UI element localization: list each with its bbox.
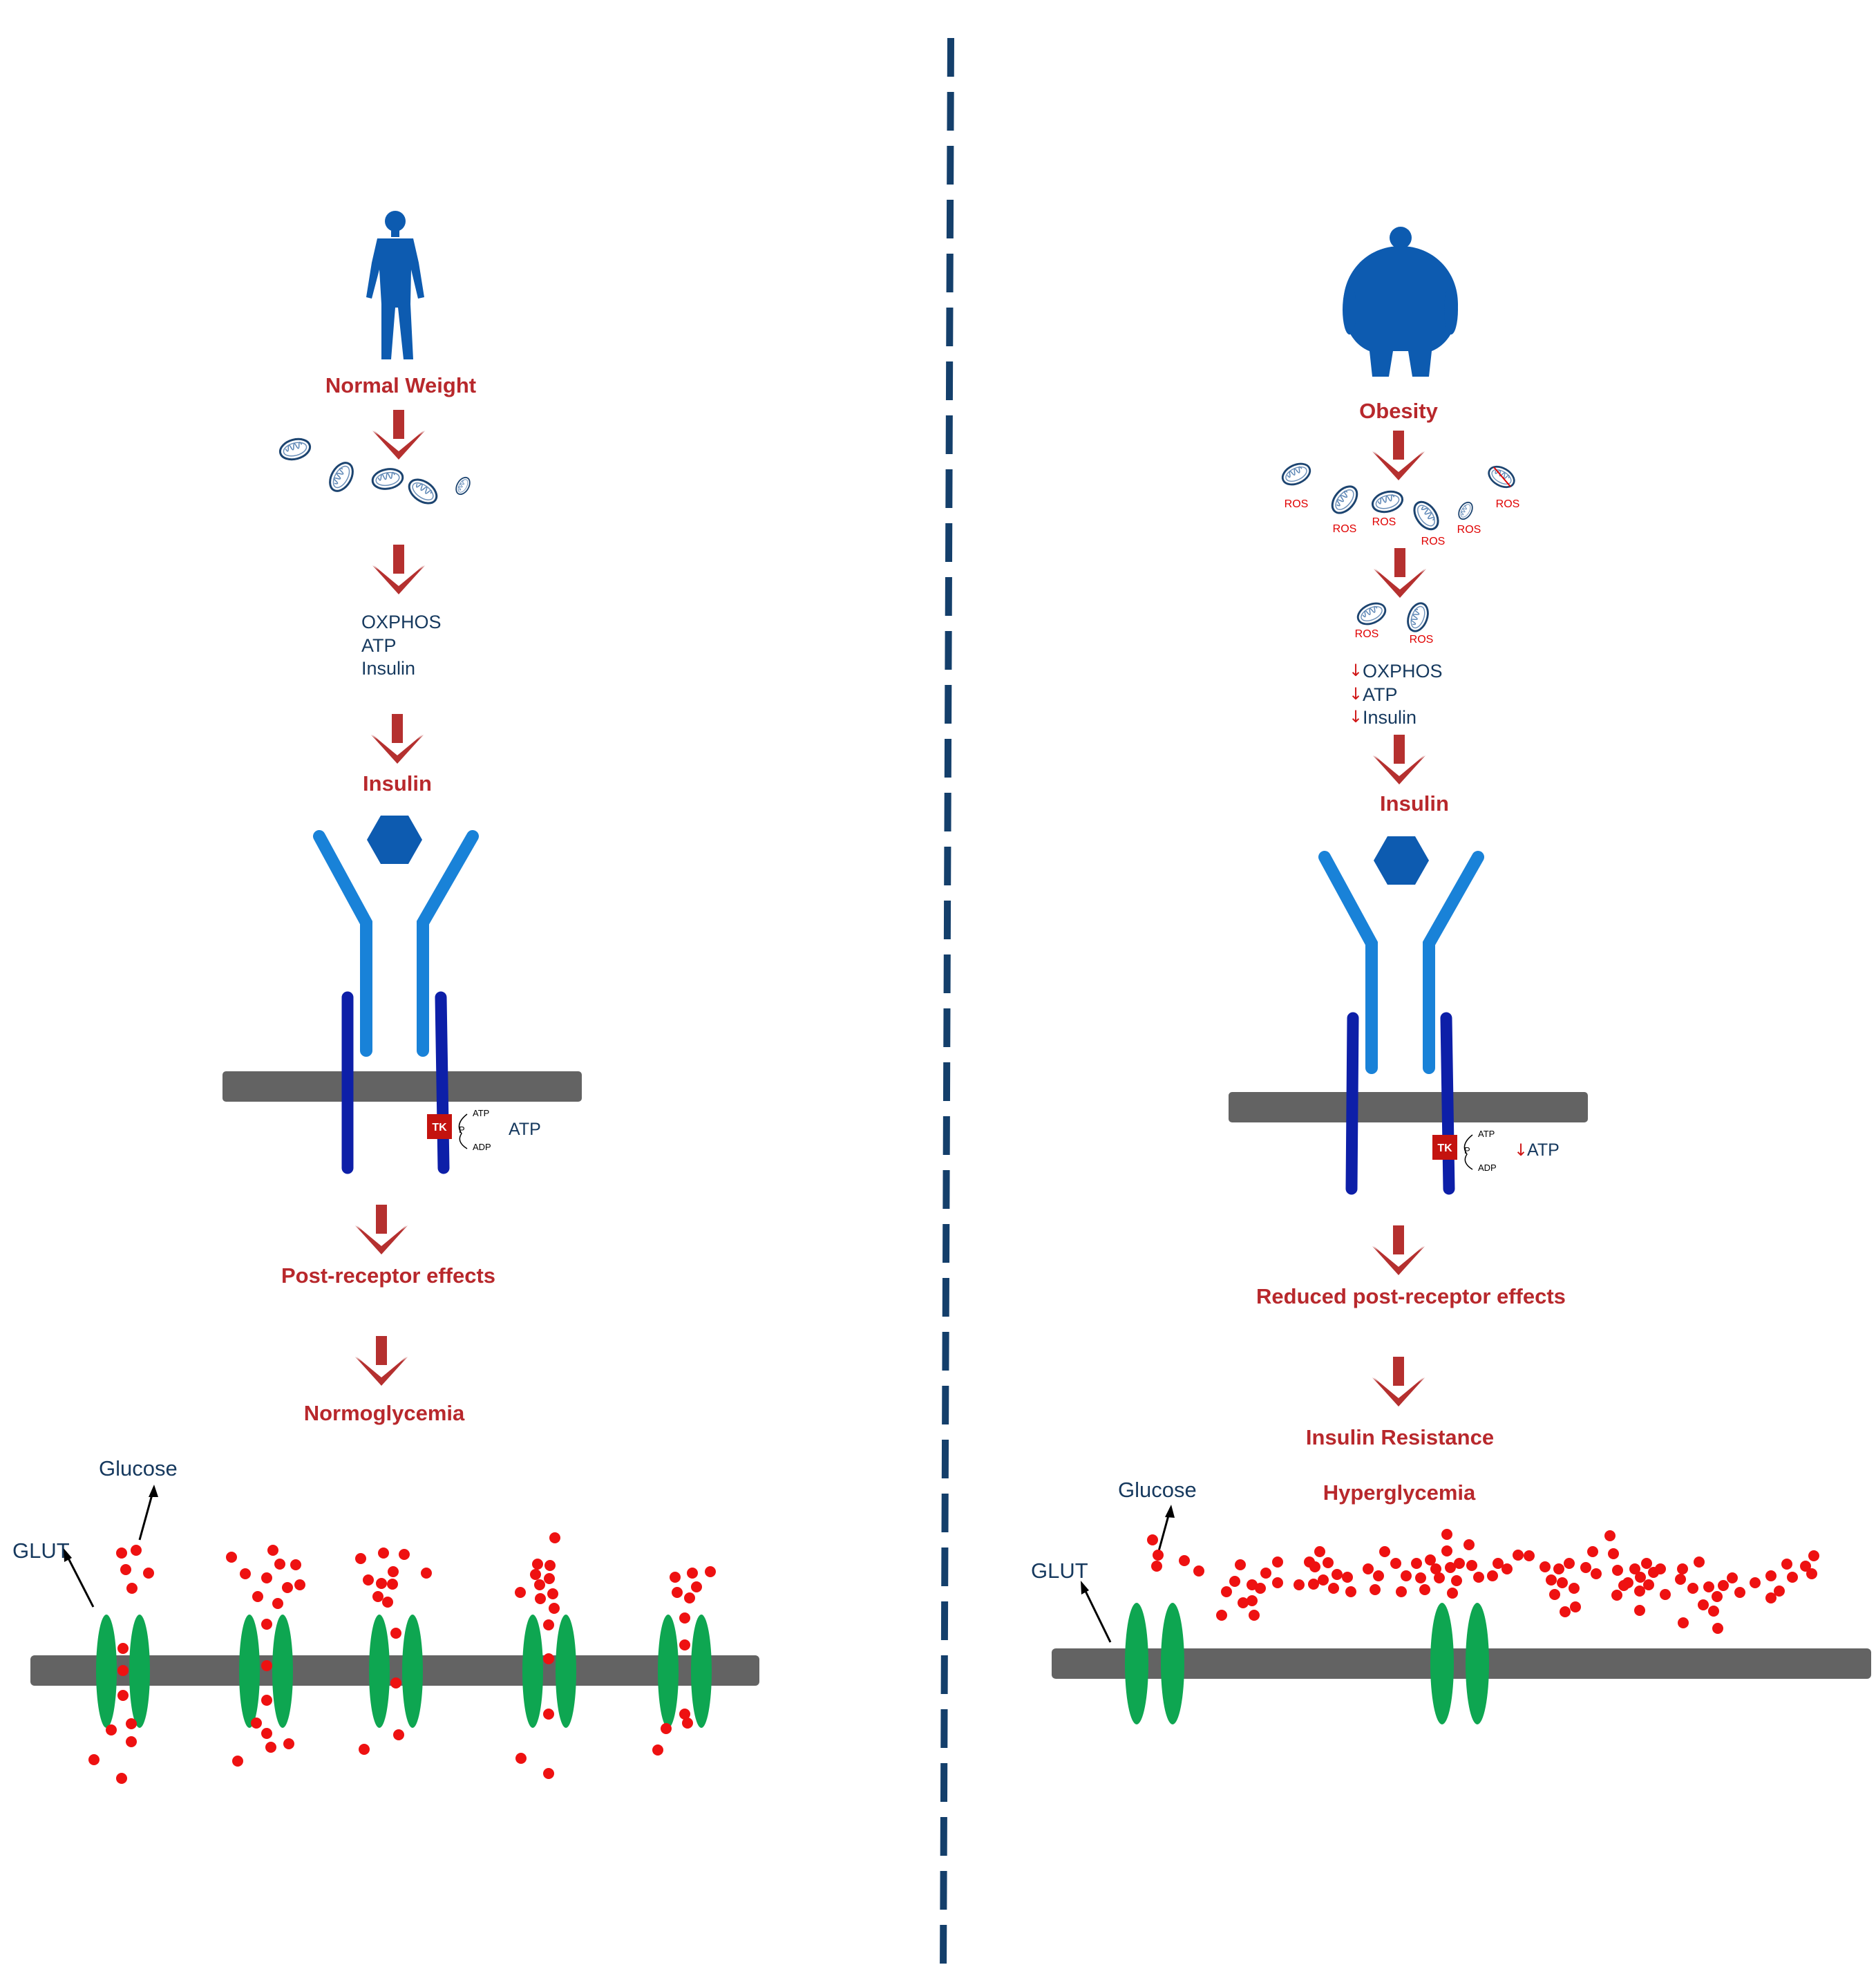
divider-line	[940, 37, 954, 1976]
down-arrow-icon: ↓	[1349, 684, 1363, 704]
insulin-hexagon-icon	[367, 816, 422, 864]
cell-membrane-bottom	[30, 1655, 759, 1686]
arrow-9	[1372, 1225, 1425, 1275]
cell-membrane	[222, 1071, 582, 1102]
svg-text:ROS: ROS	[1372, 516, 1396, 528]
normoglycemia-label: Normoglycemia	[304, 1401, 465, 1425]
svg-text:ADP: ADP	[1478, 1163, 1497, 1173]
svg-text:ROS: ROS	[1285, 498, 1309, 510]
marker-insulin-reduced: Insulin	[1363, 707, 1417, 728]
atp-side-label: ATP	[509, 1120, 541, 1139]
down-arrow-icon: ↓	[1349, 661, 1363, 680]
svg-text:TK: TK	[1437, 1142, 1452, 1154]
svg-text:ROS: ROS	[1355, 628, 1379, 640]
marker-oxphos: OXPHOS	[361, 612, 442, 632]
glucose-dots-left	[88, 1532, 716, 1784]
arrow-3	[371, 714, 424, 764]
atp-side-label-right: ATP	[1527, 1140, 1560, 1160]
glut-transporters-right	[1125, 1603, 1489, 1724]
arrow-4	[355, 1205, 408, 1254]
insulin-label-right: Insulin	[1380, 791, 1449, 816]
ros-mitochondria-group: ROS ROS ROS ROS ROS ROS	[1278, 458, 1520, 547]
insulin-hexagon-icon	[1374, 836, 1429, 885]
arrow-7	[1374, 548, 1426, 598]
svg-text:ROS: ROS	[1496, 498, 1520, 510]
arrow-2	[372, 545, 425, 594]
right-panel: Obesity ROS ROS ROS ROS ROS ROS ROS ROS …	[1031, 227, 1871, 1724]
marker-insulin: Insulin	[361, 658, 415, 679]
svg-text:ADP: ADP	[473, 1142, 491, 1152]
normal-weight-title: Normal Weight	[325, 373, 476, 397]
left-panel: Normal Weight OXPHOS ATP Insulin Insulin	[12, 211, 759, 1784]
arrow-6	[1372, 431, 1425, 480]
svg-text:ROS: ROS	[1421, 536, 1446, 547]
mitochondria-group	[276, 435, 473, 509]
marker-atp: ATP	[361, 635, 397, 656]
arrow-10	[1372, 1357, 1425, 1407]
obesity-title: Obesity	[1359, 399, 1438, 423]
down-arrow-icon: ↓	[1514, 1140, 1528, 1160]
insulin-receptor-right	[1229, 851, 1588, 1195]
svg-text:TK: TK	[432, 1122, 447, 1133]
reduced-post-receptor-label: Reduced post-receptor effects	[1256, 1284, 1566, 1308]
normal-weight-person-icon	[366, 211, 424, 359]
svg-text:P: P	[459, 1125, 465, 1135]
insulin-resistance-label: Insulin Resistance	[1306, 1425, 1494, 1449]
glut-transporters	[96, 1615, 712, 1728]
down-arrow-icon: ↓	[1349, 707, 1363, 726]
svg-text:P: P	[1464, 1145, 1470, 1156]
hyperglycemia-label: Hyperglycemia	[1323, 1480, 1476, 1505]
post-receptor-label: Post-receptor effects	[281, 1263, 495, 1288]
ros-mitochondria-reduced: ROS ROS	[1354, 598, 1434, 646]
arrow-1	[372, 410, 425, 460]
cell-membrane-bottom-right	[1052, 1648, 1871, 1679]
glucose-label-right: Glucose	[1118, 1478, 1197, 1502]
arrow-5	[355, 1336, 408, 1386]
glut-label-right: GLUT	[1031, 1559, 1088, 1583]
insulin-receptor	[222, 830, 582, 1174]
cell-membrane-right	[1229, 1092, 1588, 1122]
glucose-label: Glucose	[99, 1456, 178, 1480]
marker-oxphos-reduced: OXPHOS	[1363, 661, 1443, 681]
tyrosine-kinase-right: TK ATP P ADP	[1432, 1129, 1497, 1173]
svg-text:ATP: ATP	[1478, 1129, 1495, 1139]
glucose-dots-right	[1147, 1529, 1819, 1634]
svg-text:ATP: ATP	[473, 1108, 489, 1118]
glut-label: GLUT	[12, 1539, 70, 1563]
svg-text:ROS: ROS	[1410, 634, 1434, 646]
insulin-label: Insulin	[363, 771, 432, 796]
arrow-8	[1373, 735, 1425, 784]
obese-person-icon	[1343, 227, 1458, 377]
svg-text:ROS: ROS	[1457, 524, 1481, 536]
marker-atp-reduced: ATP	[1363, 684, 1398, 705]
svg-text:ROS: ROS	[1333, 523, 1357, 535]
tyrosine-kinase: TK ATP P ADP	[427, 1108, 491, 1152]
